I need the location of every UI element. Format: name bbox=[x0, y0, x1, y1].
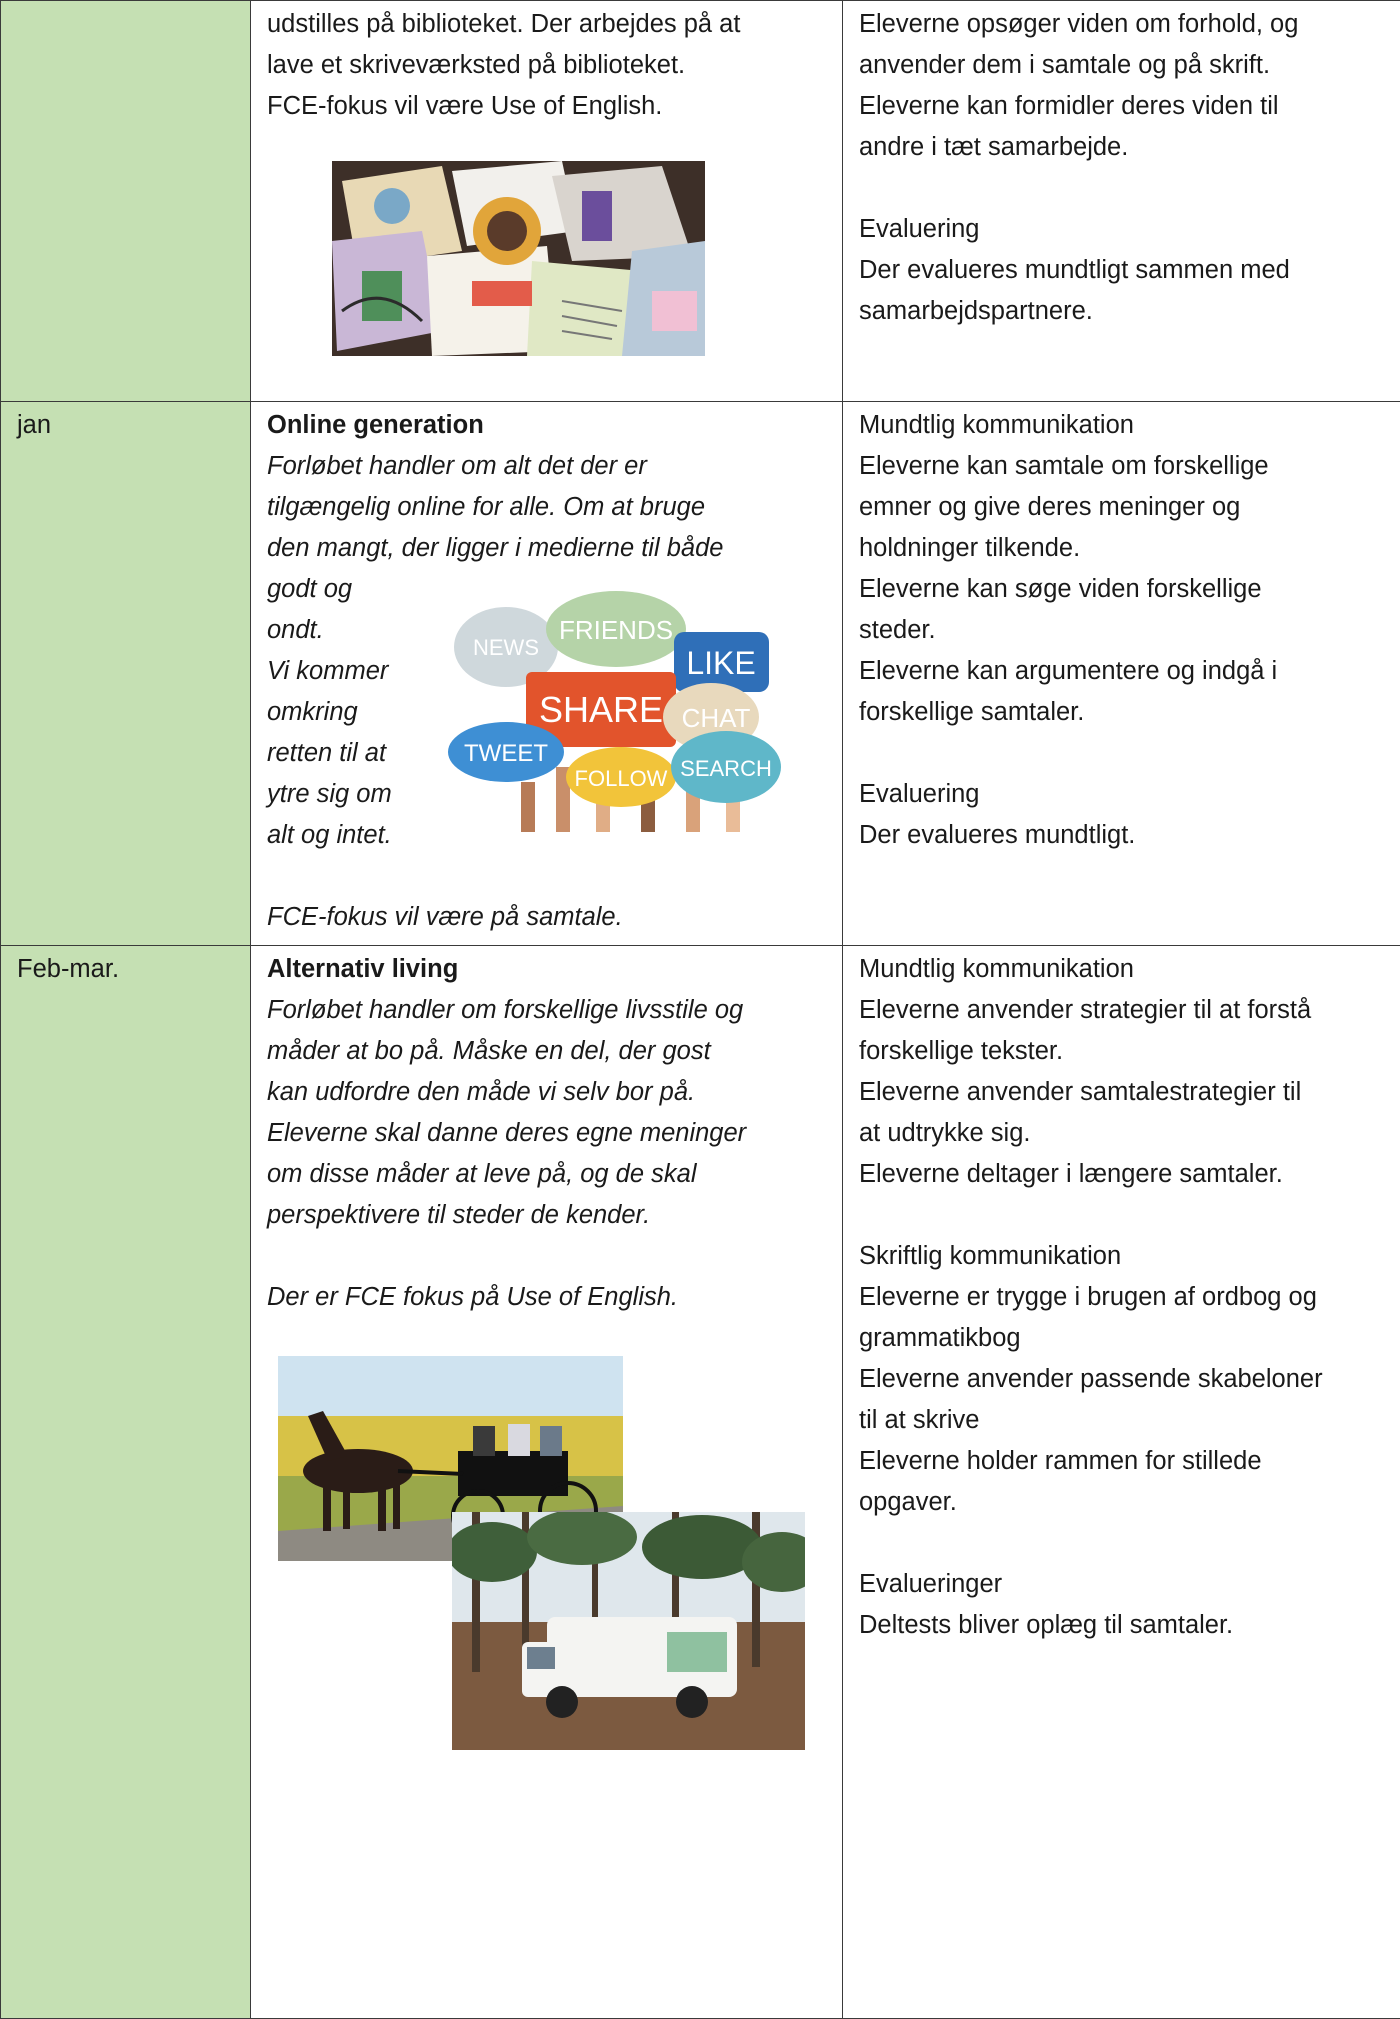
period-label: Feb-mar. bbox=[17, 955, 120, 983]
content-line: omkring bbox=[267, 698, 358, 726]
bubble-label: FRIENDS bbox=[559, 615, 673, 645]
camper-van-photo bbox=[452, 1512, 805, 1750]
goal-line: Eleverne kan formidler deres viden til bbox=[859, 92, 1279, 120]
goal-line: steder. bbox=[859, 616, 936, 644]
content-line: den mangt, der ligger i medierne til båd… bbox=[267, 534, 724, 562]
content-cell: udstilles på biblioteket. Der arbejdes p… bbox=[250, 0, 843, 402]
social-media-bubbles-image: NEWS FRIENDS LIKE SHARE CHAT TWEET FOLLO… bbox=[446, 587, 786, 832]
table-row: Feb-mar. Alternativ living Forløbet hand… bbox=[0, 945, 1400, 2019]
bubble-label: FOLLOW bbox=[575, 766, 668, 791]
table-row: jan Online generation Forløbet handler o… bbox=[0, 401, 1400, 946]
goal-line: Eleverne kan søge viden forskellige bbox=[859, 575, 1262, 603]
goal-line: Deltests bliver oplæg til samtaler. bbox=[859, 1611, 1234, 1639]
goal-line: Eleverne anvender passende skabeloner bbox=[859, 1365, 1323, 1393]
bubble-label: SEARCH bbox=[680, 756, 772, 781]
period-label: jan bbox=[17, 411, 52, 439]
content-line: ytre sig om bbox=[267, 780, 392, 808]
period-cell: Feb-mar. bbox=[0, 945, 251, 2019]
bubble-label: SHARE bbox=[539, 689, 663, 730]
content-line: tilgængelig online for alle. Om at bruge bbox=[267, 493, 705, 521]
section-heading: Skriftlig kommunikation bbox=[859, 1242, 1122, 1270]
bubble-label: CHAT bbox=[682, 703, 751, 733]
bubble-label: TWEET bbox=[464, 740, 548, 767]
goals-cell: Eleverne opsøger viden om forhold, og an… bbox=[842, 0, 1400, 402]
goal-line: opgaver. bbox=[859, 1488, 957, 1516]
goals-cell: Mundtlig kommunikation Eleverne anvender… bbox=[842, 945, 1400, 2019]
goal-line: Eleverne holder rammen for stillede bbox=[859, 1447, 1262, 1475]
bubble-label: NEWS bbox=[473, 635, 539, 660]
goal-line: at udtrykke sig. bbox=[859, 1119, 1031, 1147]
content-line: kan udfordre den måde vi selv bor på. bbox=[267, 1078, 696, 1106]
bubble-label: LIKE bbox=[686, 645, 755, 681]
content-line: Forløbet handler om alt det der er bbox=[267, 452, 647, 480]
content-line: alt og intet. bbox=[267, 821, 392, 849]
content-line: retten til at bbox=[267, 739, 387, 767]
content-line: måder at bo på. Måske en del, der gost bbox=[267, 1037, 711, 1065]
goal-line: forskellige samtaler. bbox=[859, 698, 1085, 726]
period-cell bbox=[0, 0, 251, 402]
content-line: ondt. bbox=[267, 616, 324, 644]
goal-line: Der evalueres mundtligt sammen med bbox=[859, 256, 1290, 284]
content-line: lave et skriveværksted på biblioteket. bbox=[267, 51, 686, 79]
goal-line: holdninger tilkende. bbox=[859, 534, 1081, 562]
period-cell: jan bbox=[0, 401, 251, 946]
goal-line: emner og give deres meninger og bbox=[859, 493, 1241, 521]
goal-line: forskellige tekster. bbox=[859, 1037, 1064, 1065]
content-line: udstilles på biblioteket. Der arbejdes p… bbox=[267, 10, 741, 38]
art-collage-image bbox=[332, 161, 705, 356]
focus-line: FCE-fokus vil være på samtale. bbox=[267, 903, 623, 931]
content-line: perspektivere til steder de kender. bbox=[267, 1201, 651, 1229]
content-line: Forløbet handler om forskellige livsstil… bbox=[267, 996, 744, 1024]
content-cell: Online generation Forløbet handler om al… bbox=[250, 401, 843, 946]
evaluation-heading: Evaluering bbox=[859, 215, 980, 243]
goal-line: Eleverne opsøger viden om forhold, og bbox=[859, 10, 1299, 38]
evaluation-heading: Evaluering bbox=[859, 780, 980, 808]
content-line: Eleverne skal danne deres egne meninger bbox=[267, 1119, 747, 1147]
goal-line: Eleverne kan argumentere og indgå i bbox=[859, 657, 1278, 685]
unit-title: Online generation bbox=[267, 411, 484, 439]
content-line: godt og bbox=[267, 575, 353, 603]
period-label bbox=[1, 1, 250, 4]
goal-line: Eleverne kan samtale om forskellige bbox=[859, 452, 1269, 480]
goal-line: Der evalueres mundtligt. bbox=[859, 821, 1136, 849]
goal-line: grammatikbog bbox=[859, 1324, 1021, 1352]
evaluation-heading: Evalueringer bbox=[859, 1570, 1003, 1598]
table-row: udstilles på biblioteket. Der arbejdes p… bbox=[0, 0, 1400, 402]
goal-line: Eleverne deltager i længere samtaler. bbox=[859, 1160, 1283, 1188]
goal-line: Eleverne anvender strategier til at fors… bbox=[859, 996, 1312, 1024]
unit-title: Alternativ living bbox=[267, 955, 459, 983]
content-line: om disse måder at leve på, og de skal bbox=[267, 1160, 697, 1188]
content-line: FCE-fokus vil være Use of English. bbox=[267, 92, 663, 120]
content-cell: Alternativ living Forløbet handler om fo… bbox=[250, 945, 843, 2019]
goal-line: anvender dem i samtale og på skrift. bbox=[859, 51, 1271, 79]
goal-line: til at skrive bbox=[859, 1406, 980, 1434]
goal-line: Eleverne er trygge i brugen af ordbog og bbox=[859, 1283, 1317, 1311]
section-heading: Mundtlig kommunikation bbox=[859, 955, 1134, 983]
section-heading: Mundtlig kommunikation bbox=[859, 411, 1134, 439]
focus-line: Der er FCE fokus på Use of English. bbox=[267, 1283, 679, 1311]
goal-line: andre i tæt samarbejde. bbox=[859, 133, 1129, 161]
goals-cell: Mundtlig kommunikation Eleverne kan samt… bbox=[842, 401, 1400, 946]
goal-line: Eleverne anvender samtalestrategier til bbox=[859, 1078, 1302, 1106]
goal-line: samarbejdspartnere. bbox=[859, 297, 1093, 325]
content-line: Vi kommer bbox=[267, 657, 389, 685]
